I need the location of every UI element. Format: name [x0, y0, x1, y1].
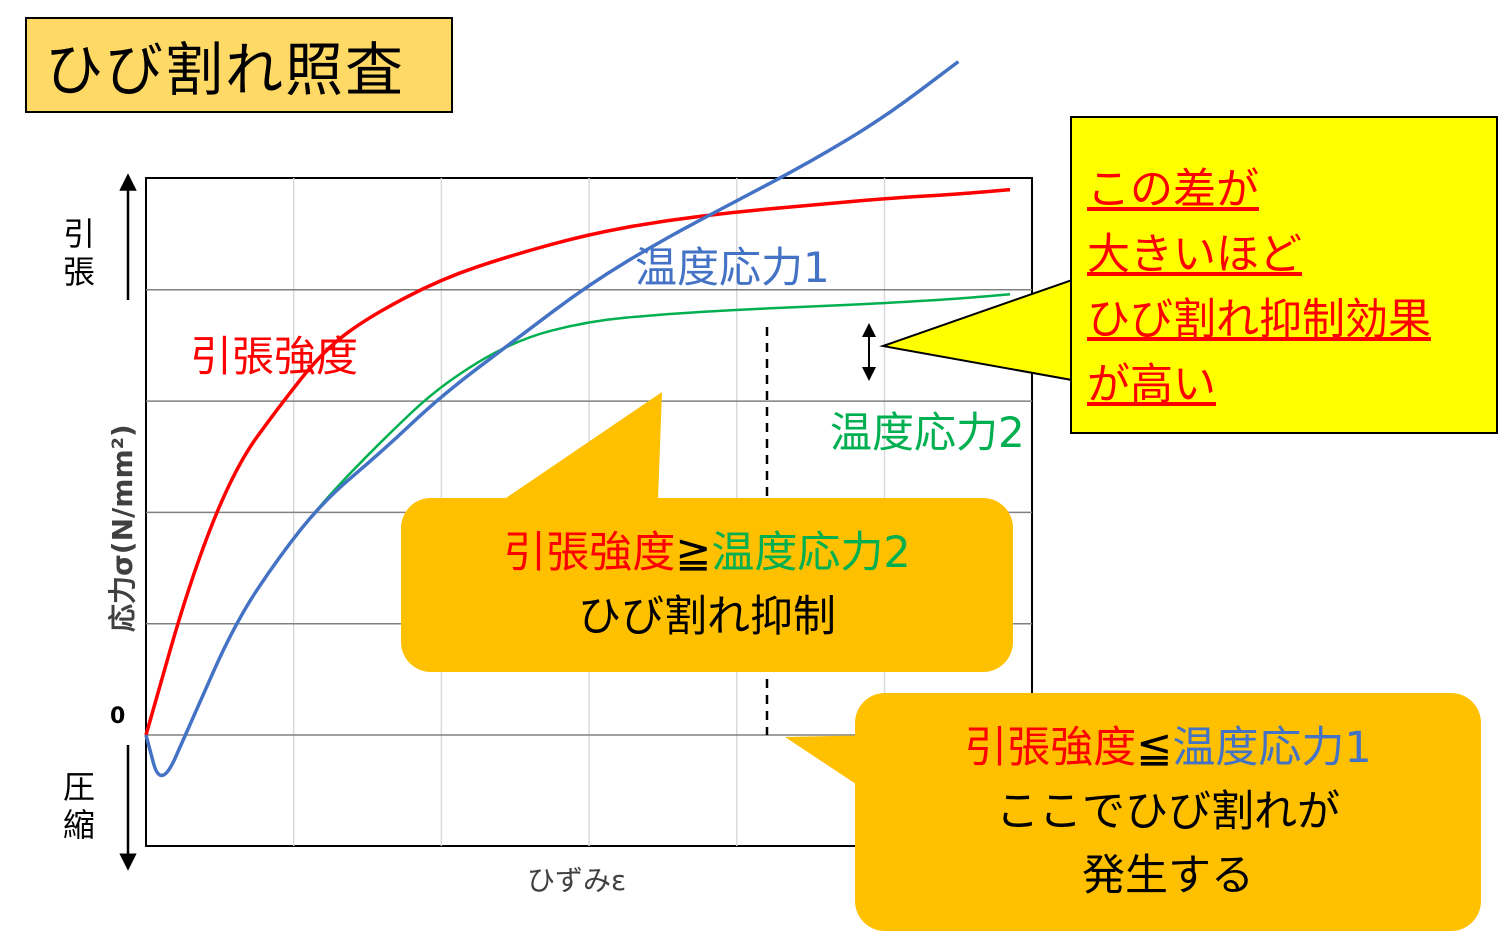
callout-suppress-tail [503, 392, 662, 500]
slide-title: ひび割れ照査 [25, 17, 453, 113]
label-tensile-strength: 引張強度 [190, 332, 358, 381]
crack-text-1: ここでひび割れが [996, 787, 1340, 837]
suppress-right: 温度応力2 [711, 528, 911, 578]
suppress-left: 引張強度 [503, 528, 676, 578]
crack-right: 温度応力1 [1172, 723, 1372, 773]
callout-diff-line: が高い [1087, 360, 1216, 410]
suppress-condition: 引張強度≧温度応力2 [503, 521, 910, 585]
label-thermal-stress-2: 温度応力2 [830, 408, 1025, 457]
label-thermal-stress-1: 温度応力1 [635, 243, 830, 292]
crack-text-2: 発生する [1082, 851, 1254, 901]
compression-label: 圧 縮 [62, 768, 95, 844]
callout-crack-suppression: 引張強度≧温度応力2 ひび割れ抑制 [401, 498, 1013, 672]
suppress-op: ≧ [675, 528, 712, 578]
callout-difference: この差が 大きいほど ひび割れ抑制効果 が高い [1070, 116, 1498, 434]
curves [144, 60, 1011, 778]
suppress-text: ひび割れ抑制 [578, 592, 836, 642]
zero-label: 0 [110, 704, 125, 729]
x-axis-label: ひずみε [527, 864, 626, 897]
y-axis-label: 応力σ(N/mm²) [106, 424, 139, 632]
crack-op: ≦ [1136, 723, 1173, 773]
thermal-stress-1-curve [144, 60, 960, 778]
crack-left: 引張強度 [964, 723, 1137, 773]
callout-diff-line: この差が [1087, 165, 1259, 215]
callout-crack-occurrence: 引張強度≦温度応力1 ここでひび割れが 発生する [855, 693, 1481, 931]
callout-diff-line: 大きいほど [1087, 230, 1302, 280]
tensile-strength-curve [144, 187, 1011, 736]
tension-label: 引 張 [62, 215, 95, 291]
crack-condition: 引張強度≦温度応力1 [964, 716, 1371, 780]
callout-diff-line: ひび割れ抑制効果 [1087, 295, 1431, 345]
